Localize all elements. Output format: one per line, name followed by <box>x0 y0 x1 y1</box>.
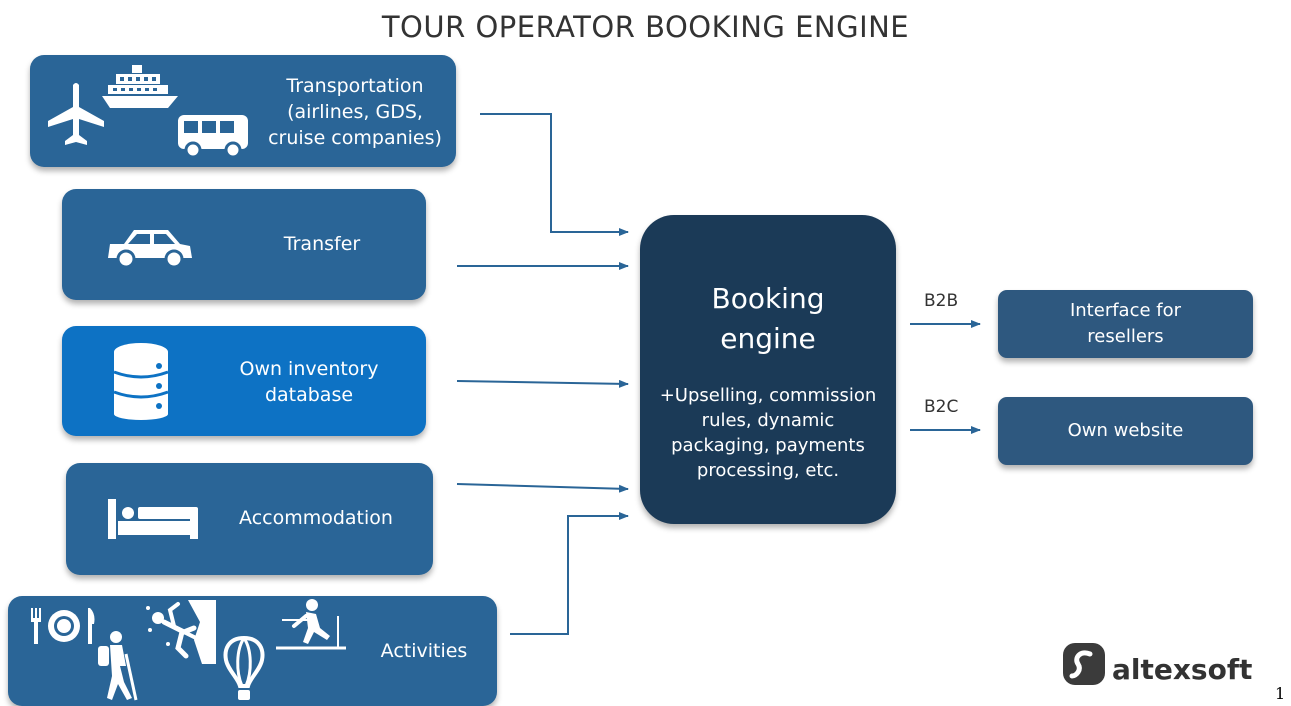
climbing-icon <box>146 600 216 664</box>
dining-icon <box>31 608 95 644</box>
own-inventory-database-box: Own inventory database <box>62 326 426 436</box>
diagram-title: TOUR OPERATOR BOOKING ENGINE <box>381 10 910 44</box>
activities-box: Activities <box>8 596 497 706</box>
skiing-icon <box>276 599 346 650</box>
hiking-icon <box>98 631 138 701</box>
airplane-icon <box>48 83 104 145</box>
database-icon <box>113 343 169 420</box>
transportation-label: Transportation (airlines, GDS, cruise co… <box>268 75 442 149</box>
arrow-accommodation <box>456 483 629 493</box>
transportation-box: Transportation (airlines, GDS, cruise co… <box>30 55 456 167</box>
own-website-label: Own website <box>1067 420 1184 441</box>
own-website-box: Own website <box>998 397 1253 465</box>
cruise-ship-icon <box>102 65 178 108</box>
hot-air-balloon-icon <box>223 636 265 700</box>
arrow-transportation <box>480 113 629 236</box>
transfer-box: Transfer <box>62 189 426 300</box>
car-icon <box>108 230 192 268</box>
booking-engine-title: Booking engine <box>711 282 825 355</box>
b2c-label: B2C <box>924 397 959 417</box>
interface-for-resellers-label: Interface for resellers <box>1069 300 1182 347</box>
footnote-number: 1 <box>1275 684 1286 703</box>
arrow-inventory <box>456 379 629 388</box>
accommodation-label: Accommodation <box>239 507 393 529</box>
b2b-label: B2B <box>924 291 959 311</box>
bus-icon <box>178 115 248 159</box>
arrow-activities <box>510 512 629 635</box>
transfer-label: Transfer <box>283 233 361 255</box>
interface-for-resellers-box: Interface for resellers <box>998 290 1253 358</box>
accommodation-box: Accommodation <box>66 463 433 575</box>
altexsoft-logo-text: altexsoft <box>1112 653 1253 686</box>
own-inventory-label: Own inventory database <box>239 358 379 406</box>
activities-label: Activities <box>380 640 468 662</box>
booking-engine-description: +Upselling, commission rules, dynamic pa… <box>659 385 877 481</box>
altexsoft-logo-icon <box>1063 643 1105 685</box>
booking-engine-box: Booking engine +Upselling, commission ru… <box>640 215 896 524</box>
bed-icon <box>108 499 198 539</box>
